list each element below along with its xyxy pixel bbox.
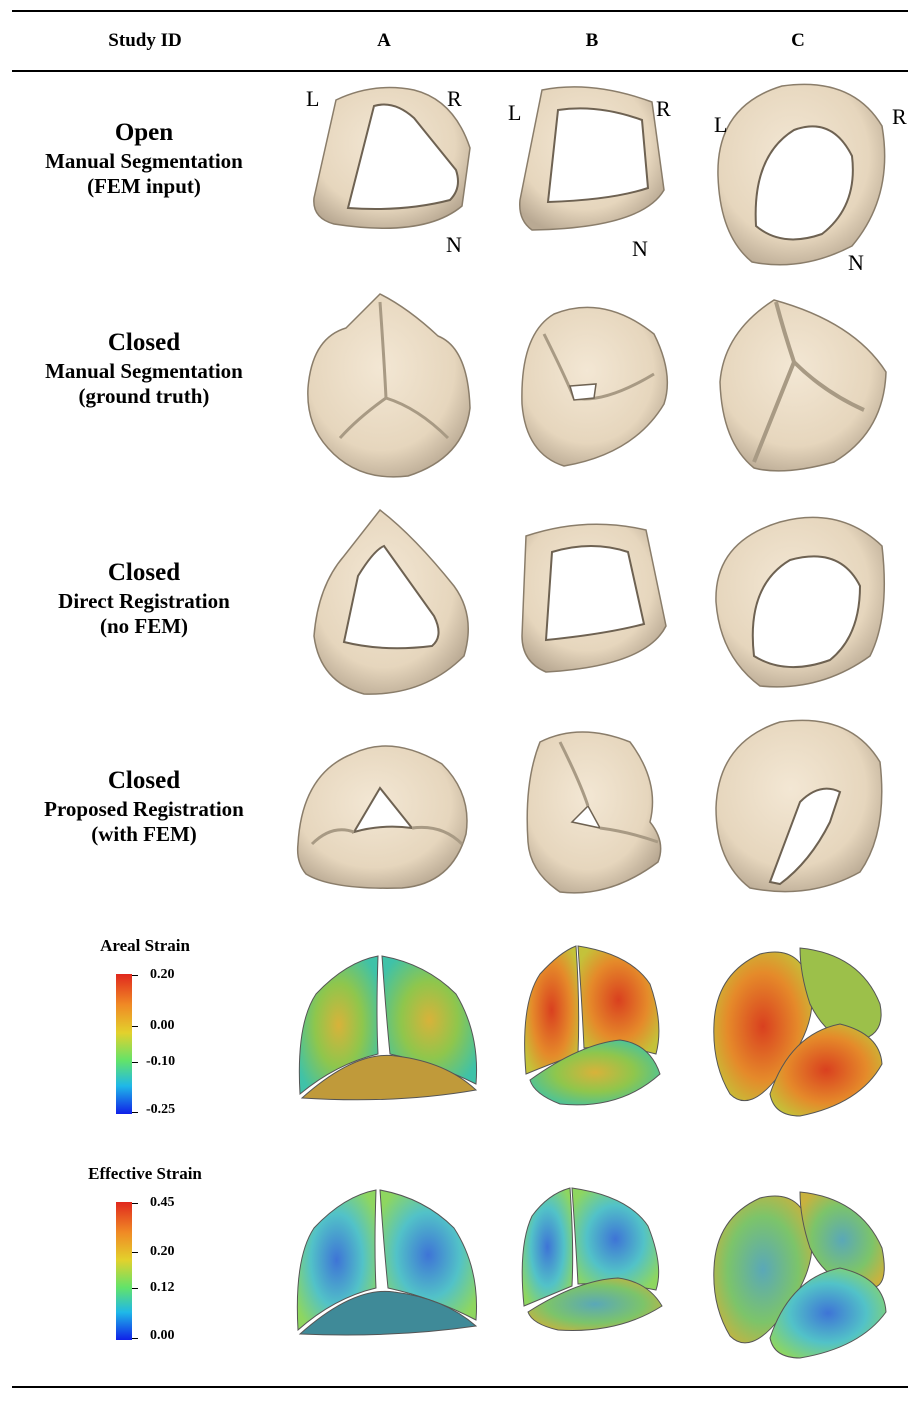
areal-tick-label: 0.00 [150,1018,175,1033]
orient-label-left: L [714,112,728,137]
valve-closed-segmentation-b [514,294,676,472]
valve-closed-segmentation-c [714,292,890,476]
colorbar-tick-mark [132,1288,138,1289]
row-title: Closed [107,767,181,794]
orient-label-right: R [892,104,907,129]
valve-direct-registration-b [516,516,672,680]
areal-strain-map-b [520,944,664,1110]
row-label-direct-registration: Closed Direct Registration (no FEM) [10,558,278,640]
colorbar-tick-mark [132,975,138,976]
row-label-proposed-registration: Closed Proposed Registration (with FEM) [10,766,278,848]
header-column-a: A [377,30,391,51]
effective-strain-colorbar-title: Effective Strain [88,1164,202,1183]
orient-label-noncoronary: N [446,232,462,257]
valve-direct-registration-c [710,506,890,694]
row-note: (ground truth) [78,384,210,409]
valve-open-segmentation-b [512,80,672,250]
valve-closed-segmentation-a [298,288,474,484]
row-label-closed-segmentation: Closed Manual Segmentation (ground truth… [10,328,278,410]
effective-strain-colorbar [116,1202,132,1340]
row-title: Closed [107,329,181,356]
row-note: (no FEM) [99,614,189,639]
header-rule [12,70,908,72]
areal-tick-label: -0.25 [146,1102,176,1117]
areal-tick-label: 0.20 [150,967,175,982]
orient-label-noncoronary: N [632,236,648,261]
colorbar-tick-mark [132,1252,138,1253]
row-subtitle: Direct Registration [58,588,230,613]
colorbar-tick-mark [132,1338,138,1339]
effective-tick-label: 0.20 [150,1244,175,1259]
valve-open-segmentation-c [712,76,892,272]
row-subtitle: Manual Segmentation [45,148,243,173]
row-label-open-segmentation: Open Manual Segmentation (FEM input) [10,118,278,200]
row-subtitle: Proposed Registration [44,796,244,821]
orient-label-right: R [656,96,671,121]
row-title: Closed [107,559,181,586]
colorbar-tick-mark [132,1026,138,1027]
valve-proposed-registration-c [710,712,888,900]
colorbar-tick-mark [132,1062,138,1063]
areal-strain-map-c [710,944,886,1120]
effective-strain-map-c [710,1188,890,1360]
orient-label-noncoronary: N [848,250,864,275]
colorbar-tick-mark [132,1112,138,1113]
valve-open-segmentation-a [294,78,480,256]
effective-tick-label: 0.45 [150,1195,175,1210]
valve-proposed-registration-b [520,722,668,902]
colorbar-tick-mark [132,1203,138,1204]
effective-strain-map-b [518,1186,666,1334]
orient-label-left: L [306,86,320,111]
row-note: (with FEM) [91,822,197,847]
effective-tick-label: 0.00 [150,1328,175,1343]
header-study-id: Study ID [108,30,182,51]
effective-tick-label: 0.12 [150,1280,175,1295]
row-note: (FEM input) [87,174,201,199]
top-rule [12,10,908,12]
header-column-b: B [585,30,599,51]
orient-label-left: L [508,100,522,125]
areal-tick-label: -0.10 [146,1054,176,1069]
areal-strain-map-a [296,954,480,1102]
effective-strain-map-a [294,1188,480,1338]
areal-strain-colorbar [116,974,132,1114]
header-column-c: C [791,30,805,51]
row-subtitle: Manual Segmentation [45,358,243,383]
valve-proposed-registration-a [292,734,476,890]
areal-strain-colorbar-title: Areal Strain [100,936,190,955]
orient-label-right: R [447,86,462,111]
row-title: Open [114,119,174,146]
bottom-rule [12,1386,908,1388]
valve-direct-registration-a [304,506,480,706]
